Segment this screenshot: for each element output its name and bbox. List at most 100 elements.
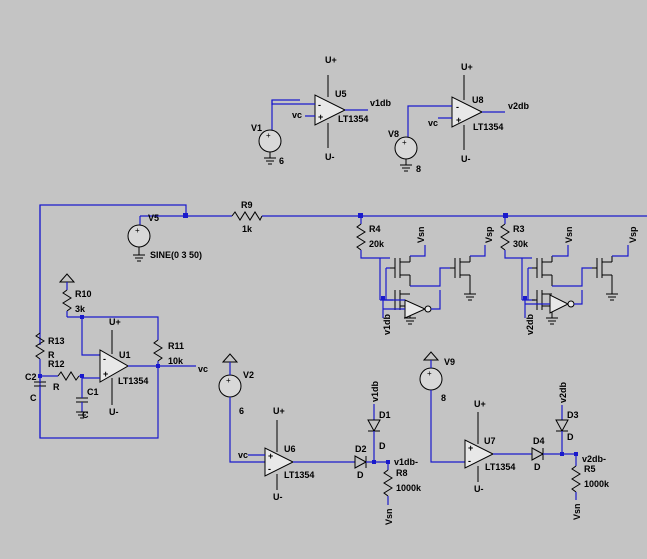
r8-bottom-label: Vsn [384, 508, 394, 525]
r5-value: 1000k [584, 479, 610, 489]
r11-resistor[interactable]: R11 10k [153, 339, 184, 366]
u1-opamp-block[interactable]: - + U1 LT1354 U+ U- vc [39, 315, 208, 439]
u7-opamp-block[interactable]: + - U7 LT1354 U+ U- [464, 399, 532, 494]
r4-value: 20k [369, 239, 385, 249]
r5-resistor[interactable]: v2db- R5 1000k Vsn [571, 452, 610, 520]
c1-value: C [82, 410, 89, 420]
r8-resistor[interactable]: v1db- R8 1000k Vsn [383, 457, 422, 525]
u6-opamp-symbol [264, 447, 295, 477]
switch-network-1[interactable]: Vsn Vsp v1db [379, 226, 494, 335]
switch-network-2[interactable]: Vsn Vsp v2db [521, 226, 638, 335]
v9-value: 8 [441, 393, 446, 403]
v8-source[interactable]: + V8 8 [388, 129, 421, 174]
svg-text:+: + [468, 443, 473, 453]
d4-ref: D4 [533, 436, 545, 446]
u8-in-label: vc [428, 118, 438, 128]
u8-ref: U8 [472, 95, 484, 105]
svg-text:-: - [456, 102, 459, 112]
r9-value: 1k [242, 224, 253, 234]
c2-value: C [30, 393, 37, 403]
u5-out-label: v1db [370, 98, 392, 108]
u5-opamp-block[interactable]: - + U5 LT1354 U+ U- v1db vc [271, 55, 392, 162]
r3-resistor[interactable]: R3 30k [500, 216, 529, 259]
u5-plus-sign: + [318, 112, 323, 122]
svg-text:-: - [468, 456, 471, 466]
v5-ref: V5 [148, 213, 159, 223]
v1db-gate-label: v1db [382, 313, 392, 335]
u8-opamp-block[interactable]: - + U8 LT1354 U+ U- v2db vc [407, 62, 530, 164]
svg-text:-: - [268, 464, 271, 474]
u6-in-label: vc [238, 450, 248, 460]
r4-resistor[interactable]: R4 20k [356, 216, 385, 259]
svg-text:+: + [402, 138, 407, 147]
vsp2-label: Vsp [628, 226, 638, 243]
r13-ref: R13 [48, 336, 65, 346]
u5-vminus-label: U- [325, 152, 335, 162]
r12-resistor[interactable]: R12 R [40, 359, 84, 392]
v1-value: 6 [279, 156, 284, 166]
vsn2-label: Vsn [564, 226, 574, 243]
u5-in-label: vc [292, 110, 302, 120]
r13-value: R [48, 350, 55, 360]
vsn1-label: Vsn [416, 226, 426, 243]
svg-text:+: + [266, 131, 271, 140]
d1-diode[interactable]: v1db D1 D [367, 380, 391, 462]
u8-part: LT1354 [473, 122, 503, 132]
c1-ref: C1 [87, 387, 99, 397]
u7-ref: U7 [484, 436, 496, 446]
v1-source[interactable]: + V1 6 [251, 100, 284, 166]
d4-diode[interactable]: D4 D [531, 436, 576, 472]
d1-value: D [379, 441, 386, 451]
d3-top-label: v2db [558, 381, 568, 403]
v9-source[interactable]: + V9 8 [419, 351, 465, 463]
u5-ref: U5 [335, 89, 347, 99]
r9-resistor[interactable]: R9 1k [231, 200, 263, 234]
r10-value: 3k [75, 304, 86, 314]
u8-opamp-symbol [451, 96, 484, 128]
r5-bottom-label: Vsn [572, 503, 582, 520]
svg-text:-: - [103, 354, 106, 364]
svg-text:U+: U+ [474, 399, 486, 409]
c2-ref: C2 [25, 372, 37, 382]
d3-value: D [567, 432, 574, 442]
u5-vplus-label: U+ [325, 55, 337, 65]
svg-text:+: + [268, 451, 273, 461]
r10-ref: R10 [75, 289, 92, 299]
u1-opamp-symbol [99, 349, 130, 383]
u5-minus-sign: - [318, 100, 321, 110]
v8-value: 8 [416, 164, 421, 174]
r9-ref: R9 [241, 200, 253, 210]
svg-text:U+: U+ [273, 406, 285, 416]
v1-ref: V1 [251, 123, 262, 133]
r5-node-label: v2db- [582, 454, 606, 464]
r5-ref: R5 [584, 464, 596, 474]
u6-opamp-block[interactable]: + - U6 LT1354 U+ U- vc [238, 406, 355, 502]
v8-ref: V8 [388, 129, 399, 139]
c2-capacitor[interactable]: C2 C [25, 372, 46, 438]
v2-ref: V2 [243, 370, 254, 380]
v5-source[interactable]: + V5 SINE(0 3 50) [127, 213, 202, 262]
c1-capacitor[interactable]: C1 C [76, 387, 99, 420]
u6-part: LT1354 [284, 470, 314, 480]
r3-value: 30k [513, 239, 529, 249]
r12-ref: R12 [48, 359, 65, 369]
r8-value: 1000k [396, 483, 422, 493]
r4-ref: R4 [369, 224, 381, 234]
d1-top-label: v1db [370, 380, 380, 402]
main-bus [39, 204, 647, 345]
u7-part: LT1354 [485, 462, 515, 472]
r11-value: 10k [168, 356, 184, 366]
r10-resistor[interactable]: R10 3k [58, 273, 92, 317]
r8-ref: R8 [396, 468, 408, 478]
d3-diode[interactable]: v2db D3 D [555, 381, 579, 454]
svg-text:U+: U+ [109, 317, 121, 327]
svg-text:U-: U- [273, 492, 283, 502]
r8-node-label: v1db- [394, 457, 418, 467]
svg-text:U+: U+ [461, 62, 473, 72]
r11-ref: R11 [168, 341, 184, 351]
v2-source[interactable]: + V2 6 [218, 353, 265, 463]
r3-ref: R3 [513, 224, 525, 234]
r13-resistor[interactable]: R13 R [35, 205, 65, 376]
inverter-1-symbol [404, 299, 427, 319]
